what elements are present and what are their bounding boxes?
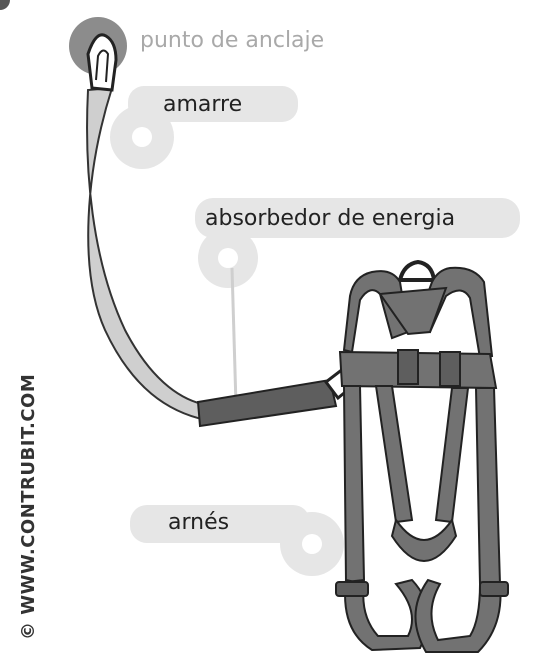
corner-mark	[0, 0, 10, 10]
copyright-watermark: © WWW.CONTRUBIT.COM	[18, 373, 39, 640]
chest-buckle	[397, 349, 419, 385]
left-leg-buckle	[335, 581, 369, 597]
harness-label-dot	[302, 534, 322, 554]
left-leg-loop	[344, 578, 430, 652]
harness-label: arnés	[168, 510, 230, 535]
carabiner-gate	[95, 49, 110, 83]
left-inner-strap	[374, 385, 414, 524]
absorber-label-bubble	[195, 198, 520, 238]
lanyard-label: amarre	[163, 92, 243, 117]
left-torso-strap	[342, 385, 366, 584]
right-leg-buckle	[479, 581, 509, 597]
right-torso-strap	[474, 387, 502, 585]
chest-panel	[378, 286, 448, 336]
seat-strap	[390, 517, 458, 562]
right-inner-strap	[434, 387, 470, 524]
left-shoulder-strap	[342, 270, 410, 354]
absorber-label-dot	[218, 248, 238, 268]
lanyard-label-bubble	[128, 86, 298, 122]
chest-buckle-right	[439, 351, 461, 387]
anchor-point-label: punto de anclaje	[140, 28, 325, 53]
lanyard-label-dot	[132, 127, 152, 147]
right-leg-loop	[414, 578, 502, 653]
energy-absorber	[196, 378, 338, 428]
carabiner	[86, 33, 118, 92]
energy-absorber-label: absorbedor de energia	[205, 206, 456, 231]
dorsal-d-ring	[397, 259, 437, 282]
absorber-pointer-line	[230, 267, 238, 406]
harness-label-bubble	[130, 505, 310, 543]
